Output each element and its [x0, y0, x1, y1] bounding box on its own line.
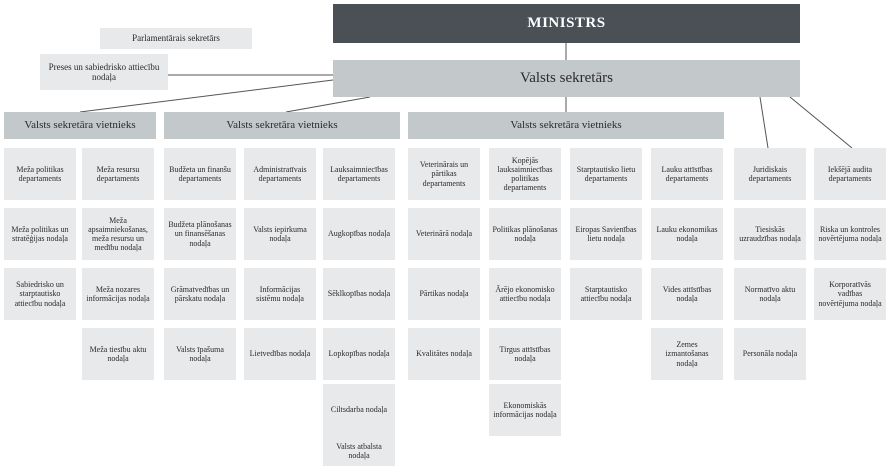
division-box: Zemes izmantošanas nodaļa: [651, 328, 723, 380]
department-box: Iekšējā audita departaments: [814, 148, 886, 200]
department-box: Kopējās lauksaimniecības politikas depar…: [489, 148, 561, 200]
division-box: Sabiedrisko un starptautisko attiecību n…: [4, 268, 76, 320]
division-box: Lopkopības nodaļa: [323, 328, 395, 380]
division-box: Starptautisko attiecību nodaļa: [570, 268, 642, 320]
division-box: Korporatīvās vadības novērtējuma nodaļa: [814, 268, 886, 320]
division-box: Eiropas Savienības lietu nodaļa: [570, 208, 642, 260]
division-box: Pārtikas nodaļa: [408, 268, 480, 320]
division-box: Valsts atbalsta nodaļa: [323, 436, 395, 466]
department-box: Starptautisko lietu departaments: [570, 148, 642, 200]
minister-box: MINISTRS: [333, 4, 800, 43]
division-box: Veterinārā nodaļa: [408, 208, 480, 260]
division-box: Meža apsaimniekošanas, meža resursu un m…: [82, 208, 154, 260]
division-box: Politikas plānošanas nodaļa: [489, 208, 561, 260]
division-box: Ārējo ekonomisko attiecību nodaļa: [489, 268, 561, 320]
division-box: Grāmatvedības un pārskatu nodaļa: [164, 268, 236, 320]
division-box: Lauku ekonomikas nodaļa: [651, 208, 723, 260]
division-box: Normatīvo aktu nodaļa: [734, 268, 806, 320]
deputy-secretary-box-3: Valsts sekretāra vietnieks: [408, 112, 724, 139]
deputy-secretary-box-2: Valsts sekretāra vietnieks: [164, 112, 400, 139]
division-box: Informācijas sistēmu nodaļa: [244, 268, 316, 320]
division-box: Meža politikas un stratēģijas nodaļa: [4, 208, 76, 260]
division-box: Personāla nodaļa: [734, 328, 806, 380]
division-box: Sēklkopības nodaļa: [323, 268, 395, 320]
division-box: Budžeta plānošanas un finansēšanas nodaļ…: [164, 208, 236, 260]
division-box: Tiesiskās uzraudzības nodaļa: [734, 208, 806, 260]
division-box: Kvalitātes nodaļa: [408, 328, 480, 380]
department-box: Lauksaimniecības departaments: [323, 148, 395, 200]
department-box: Meža politikas departaments: [4, 148, 76, 200]
deputy-secretary-box-1: Valsts sekretāra vietnieks: [4, 112, 156, 139]
division-box: Augkopības nodaļa: [323, 208, 395, 260]
department-box: Lauku attīstības departaments: [651, 148, 723, 200]
parliamentary-secretary-box: Parlamentārais sekretārs: [100, 28, 252, 49]
press-department-box: Preses un sabiedrisko attiecību nodaļa: [40, 54, 168, 90]
division-box: Riska un kontroles novērtējuma nodaļa: [814, 208, 886, 260]
division-box: Valsts īpašuma nodaļa: [164, 328, 236, 380]
division-box: Ciltsdarba nodaļa: [323, 384, 395, 436]
department-box: Budžeta un finanšu departaments: [164, 148, 236, 200]
department-box: Juridiskais departaments: [734, 148, 806, 200]
state-secretary-box: Valsts sekretārs: [333, 60, 800, 97]
department-box: Meža resursu departaments: [82, 148, 154, 200]
division-box: Lietvedības nodaļa: [244, 328, 316, 380]
division-box: Ekonomiskās informācijas nodaļa: [489, 384, 561, 436]
department-box: Administratīvais departaments: [244, 148, 316, 200]
department-box: Veterinārais un pārtikas departaments: [408, 148, 480, 200]
division-box: Vides attīstības nodaļa: [651, 268, 723, 320]
division-box: Meža nozares informācijas nodaļa: [82, 268, 154, 320]
division-box: Valsts iepirkuma nodaļa: [244, 208, 316, 260]
division-box: Tirgus attīstības nodaļa: [489, 328, 561, 380]
division-box: Meža tiesību aktu nodaļa: [82, 328, 154, 380]
